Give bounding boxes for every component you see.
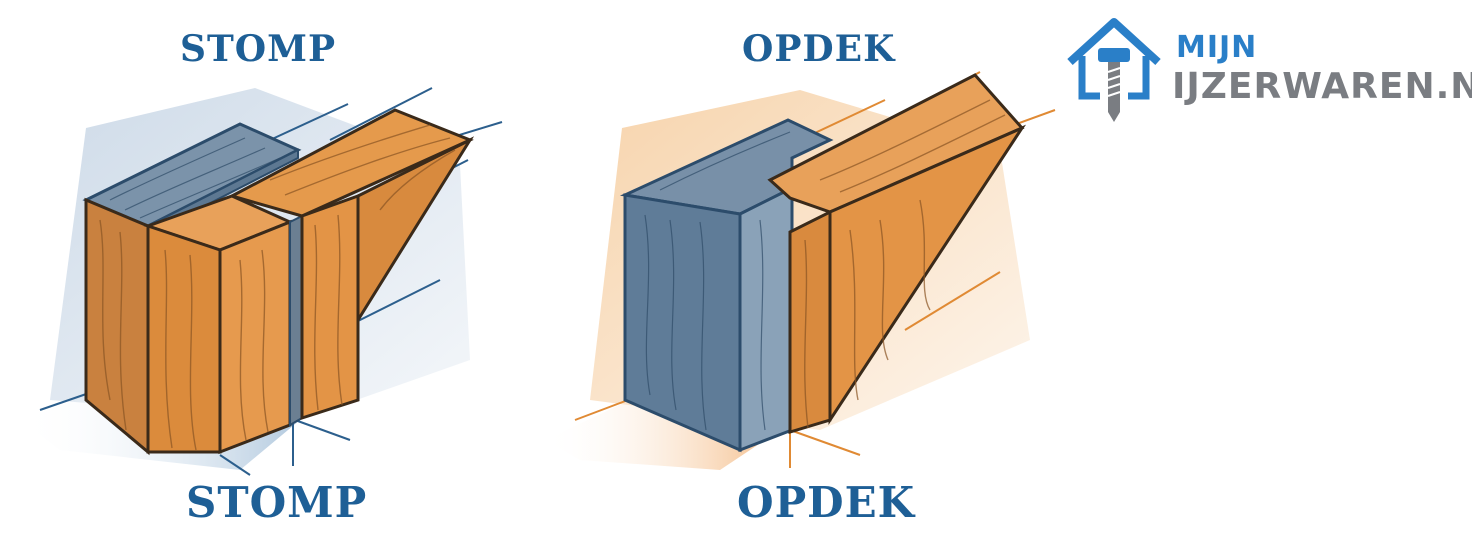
stomp-title-top: STOMP [180, 28, 337, 70]
stomp-gap [289, 214, 303, 427]
stomp-blue-grain [109, 137, 281, 219]
opdek-blue-grain [644, 131, 791, 431]
logo-line-mijn: MIJN [1176, 30, 1258, 65]
opdek-title-top: OPDEK [742, 28, 896, 70]
opdek-blue-side [738, 185, 794, 453]
stomp-middle-board-side [218, 219, 292, 455]
stomp-right-board-front [300, 193, 360, 421]
brand-logo: MIJN IJZERWAREN.NL [1064, 14, 1472, 124]
opdek-joint [545, 71, 1056, 470]
house-screw-icon [1067, 18, 1161, 122]
stomp-wood-grain [99, 124, 456, 451]
logo-line-ijzerwaren: IJZERWAREN.NL [1172, 66, 1472, 107]
stomp-right-board-side [356, 136, 475, 326]
stomp-middle-board-front [146, 223, 222, 454]
opdek-wood-grain [804, 99, 1006, 429]
opdek-orange-front [788, 209, 832, 435]
stomp-title-bottom: STOMP [186, 478, 368, 527]
stomp-joint [20, 87, 503, 476]
opdek-title-bottom: OPDEK [737, 478, 916, 527]
opdek-floor-shadow [545, 400, 780, 470]
opdek-orange-side [828, 124, 1027, 426]
